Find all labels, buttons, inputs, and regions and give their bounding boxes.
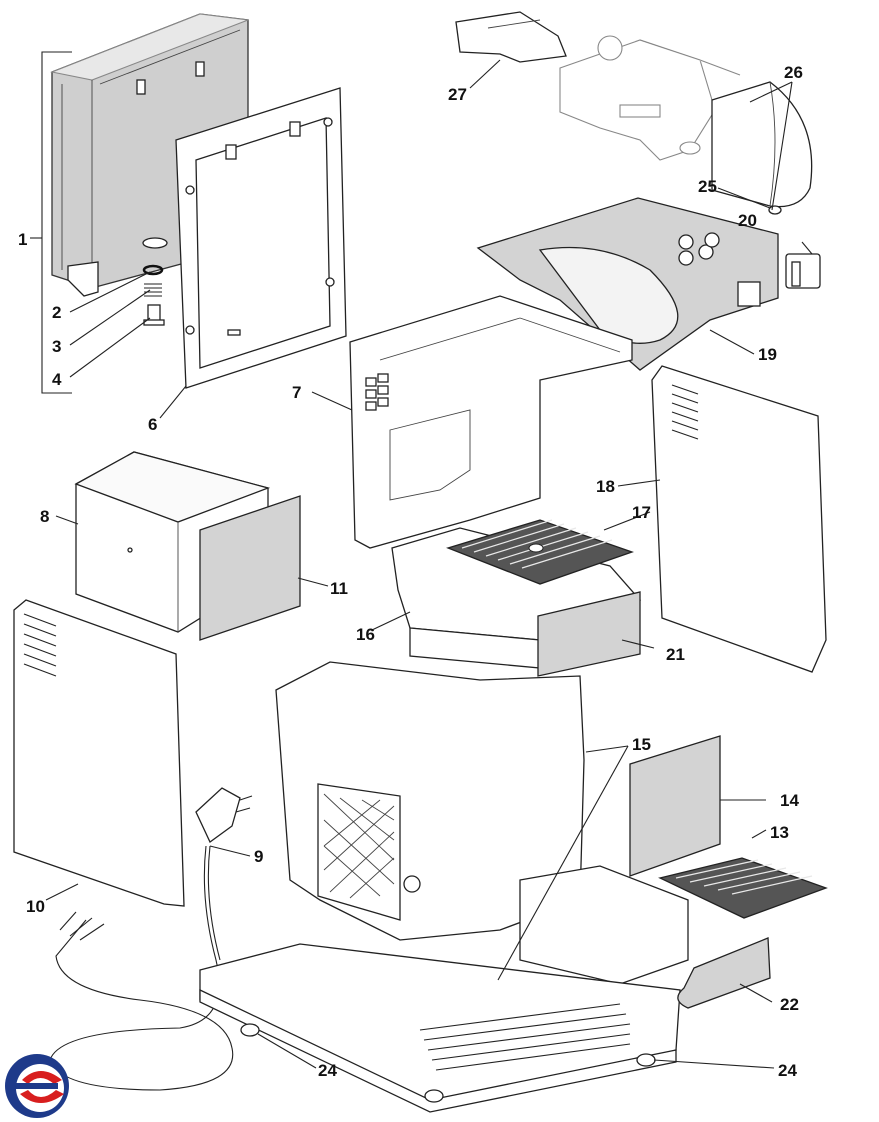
label-24-left: 24	[318, 1061, 337, 1080]
top-cover-27	[455, 11, 567, 63]
mat-13	[658, 857, 828, 919]
drip-cover-22	[677, 937, 771, 1009]
label-4: 4	[52, 370, 62, 389]
label-22: 22	[780, 995, 799, 1014]
part-labels: 1 2 3 4 6 7 8 9 10 11 13 14 15 16 17 18 …	[18, 63, 803, 1080]
label-2: 2	[52, 303, 61, 322]
front-cover-26	[711, 81, 813, 208]
label-19: 19	[758, 345, 777, 364]
label-20: 20	[738, 211, 757, 230]
label-9: 9	[254, 847, 263, 866]
label-14: 14	[780, 791, 799, 810]
tray-front-21	[537, 591, 641, 677]
label-25: 25	[698, 177, 717, 196]
label-8: 8	[40, 507, 49, 526]
main-chassis-7	[349, 295, 633, 549]
bracket-part-1	[30, 51, 72, 394]
right-side-panel-18	[651, 365, 827, 673]
base-chassis-15	[275, 661, 585, 941]
label-15: 15	[632, 735, 651, 754]
brew-head-unit	[559, 35, 741, 161]
leader-lines	[45, 59, 813, 1069]
label-1: 1	[18, 230, 27, 249]
label-18: 18	[596, 477, 615, 496]
grounds-panel-11	[199, 495, 301, 641]
grid-17	[446, 519, 634, 585]
button-20	[785, 253, 821, 289]
label-6: 6	[148, 415, 157, 434]
vent-slots-18	[671, 384, 699, 440]
label-17: 17	[632, 503, 651, 522]
label-27: 27	[448, 85, 467, 104]
top-housing-19	[476, 197, 779, 371]
label-16: 16	[356, 625, 375, 644]
label-7: 7	[292, 383, 301, 402]
screw-25	[768, 205, 782, 215]
vent-slots-10	[23, 613, 57, 677]
label-13: 13	[770, 823, 789, 842]
rear-frame	[175, 87, 347, 389]
left-side-panel-10	[13, 599, 185, 907]
part-2-gasket	[142, 264, 164, 276]
part-4-valve	[143, 304, 165, 326]
label-21: 21	[666, 645, 685, 664]
label-26: 26	[784, 63, 803, 82]
brand-circle-logo	[5, 1054, 69, 1118]
label-3: 3	[52, 337, 61, 356]
foot-24	[240, 1023, 656, 1103]
label-11: 11	[330, 579, 348, 598]
motor-block	[519, 865, 689, 985]
label-10: 10	[26, 897, 45, 916]
part-3-spring	[144, 283, 162, 297]
panel-14	[629, 735, 721, 877]
label-24-right: 24	[778, 1061, 797, 1080]
